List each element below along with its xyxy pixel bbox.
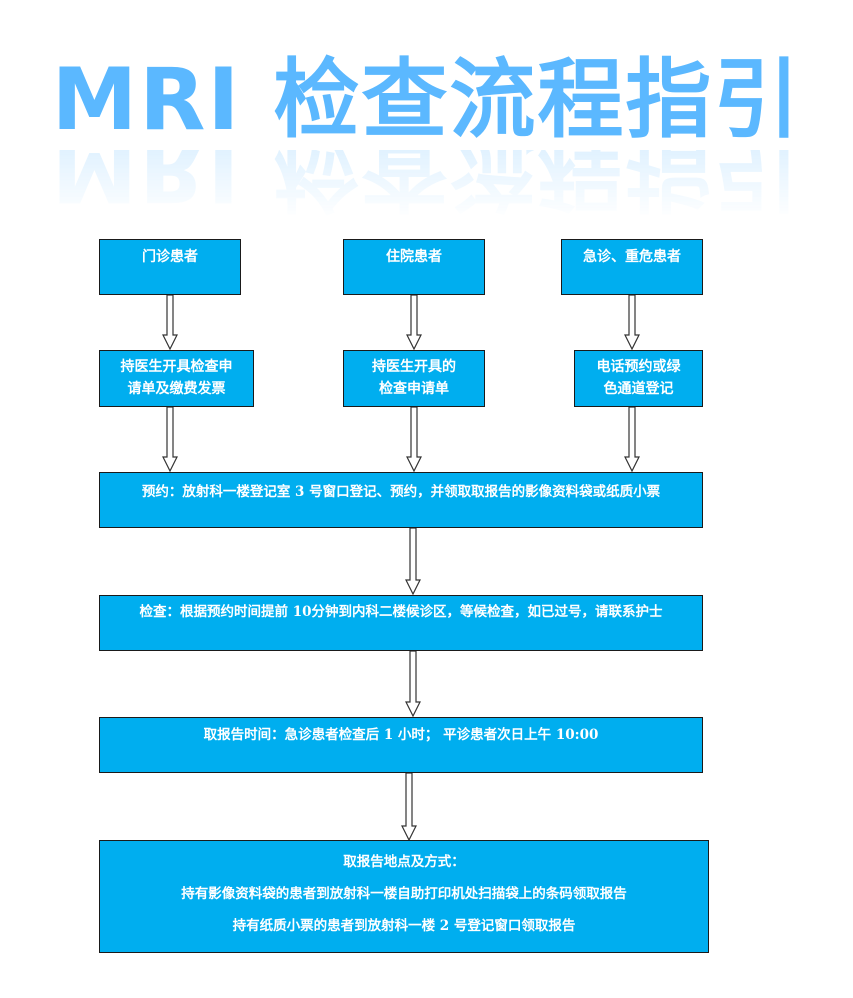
box-line: 持医生开具检查申 bbox=[120, 359, 233, 375]
box-emergency-requirement: 电话预约或绿 色通道登记 bbox=[574, 350, 703, 407]
box-appointment: 预约：放射科一楼登记室 3 号窗口登记、预约，并领取取报告的影像资料袋或纸质小票 bbox=[99, 472, 703, 528]
box-label: 门诊患者 bbox=[142, 249, 198, 265]
title-area: MRI 检查流程指引 MRI 检查流程指引 bbox=[0, 40, 853, 220]
box-outpatient: 门诊患者 bbox=[99, 239, 241, 295]
box-report-time: 取报告时间：急诊患者检查后 1 小时； 平诊患者次日上午 10:00 bbox=[99, 717, 703, 773]
arrow-down-icon bbox=[405, 651, 421, 717]
arrow-down-icon bbox=[162, 407, 178, 472]
box-examination: 检查：根据预约时间提前 10分钟到内科二楼候诊区，等候检查，如已过号，请联系护士 bbox=[99, 595, 703, 651]
box-label: 预约：放射科一楼登记室 3 号窗口登记、预约，并领取取报告的影像资料袋或纸质小票 bbox=[141, 484, 661, 500]
arrow-down-icon bbox=[406, 295, 422, 350]
box-line: 电话预约或绿 bbox=[596, 359, 681, 375]
box-line: 请单及缴费发票 bbox=[127, 381, 226, 397]
arrow-down-icon bbox=[401, 773, 417, 841]
box-label: 检查：根据预约时间提前 10分钟到内科二楼候诊区，等候检查，如已过号，请联系护士 bbox=[139, 604, 663, 620]
arrow-down-icon bbox=[624, 407, 640, 472]
box-label: 取报告时间：急诊患者检查后 1 小时； 平诊患者次日上午 10:00 bbox=[203, 727, 599, 743]
box-label: 急诊、重危患者 bbox=[583, 249, 681, 265]
box-line: 持医生开具的 bbox=[372, 359, 456, 375]
box-line: 持有纸质小票的患者到放射科一楼 2 号登记窗口领取报告 bbox=[232, 918, 576, 934]
arrow-down-icon bbox=[162, 295, 178, 350]
arrow-down-icon bbox=[405, 528, 421, 595]
page-title-reflection: MRI 检查流程指引 bbox=[51, 150, 802, 220]
box-line: 检查申请单 bbox=[379, 381, 449, 397]
arrow-down-icon bbox=[624, 295, 640, 350]
page-title: MRI 检查流程指引 bbox=[51, 50, 802, 150]
arrow-down-icon bbox=[406, 407, 422, 472]
box-emergency: 急诊、重危患者 bbox=[561, 239, 703, 295]
box-report-pickup: 取报告地点及方式： 持有影像资料袋的患者到放射科一楼自助打印机处扫描袋上的条码领… bbox=[99, 840, 709, 953]
box-line: 色通道登记 bbox=[603, 381, 674, 397]
box-label: 住院患者 bbox=[386, 249, 442, 265]
box-heading: 取报告地点及方式： bbox=[343, 854, 465, 870]
box-inpatient-requirement: 持医生开具的 检查申请单 bbox=[343, 350, 485, 407]
box-outpatient-requirement: 持医生开具检查申 请单及缴费发票 bbox=[99, 350, 254, 407]
box-line: 持有影像资料袋的患者到放射科一楼自助打印机处扫描袋上的条码领取报告 bbox=[181, 886, 627, 902]
box-inpatient: 住院患者 bbox=[343, 239, 485, 295]
